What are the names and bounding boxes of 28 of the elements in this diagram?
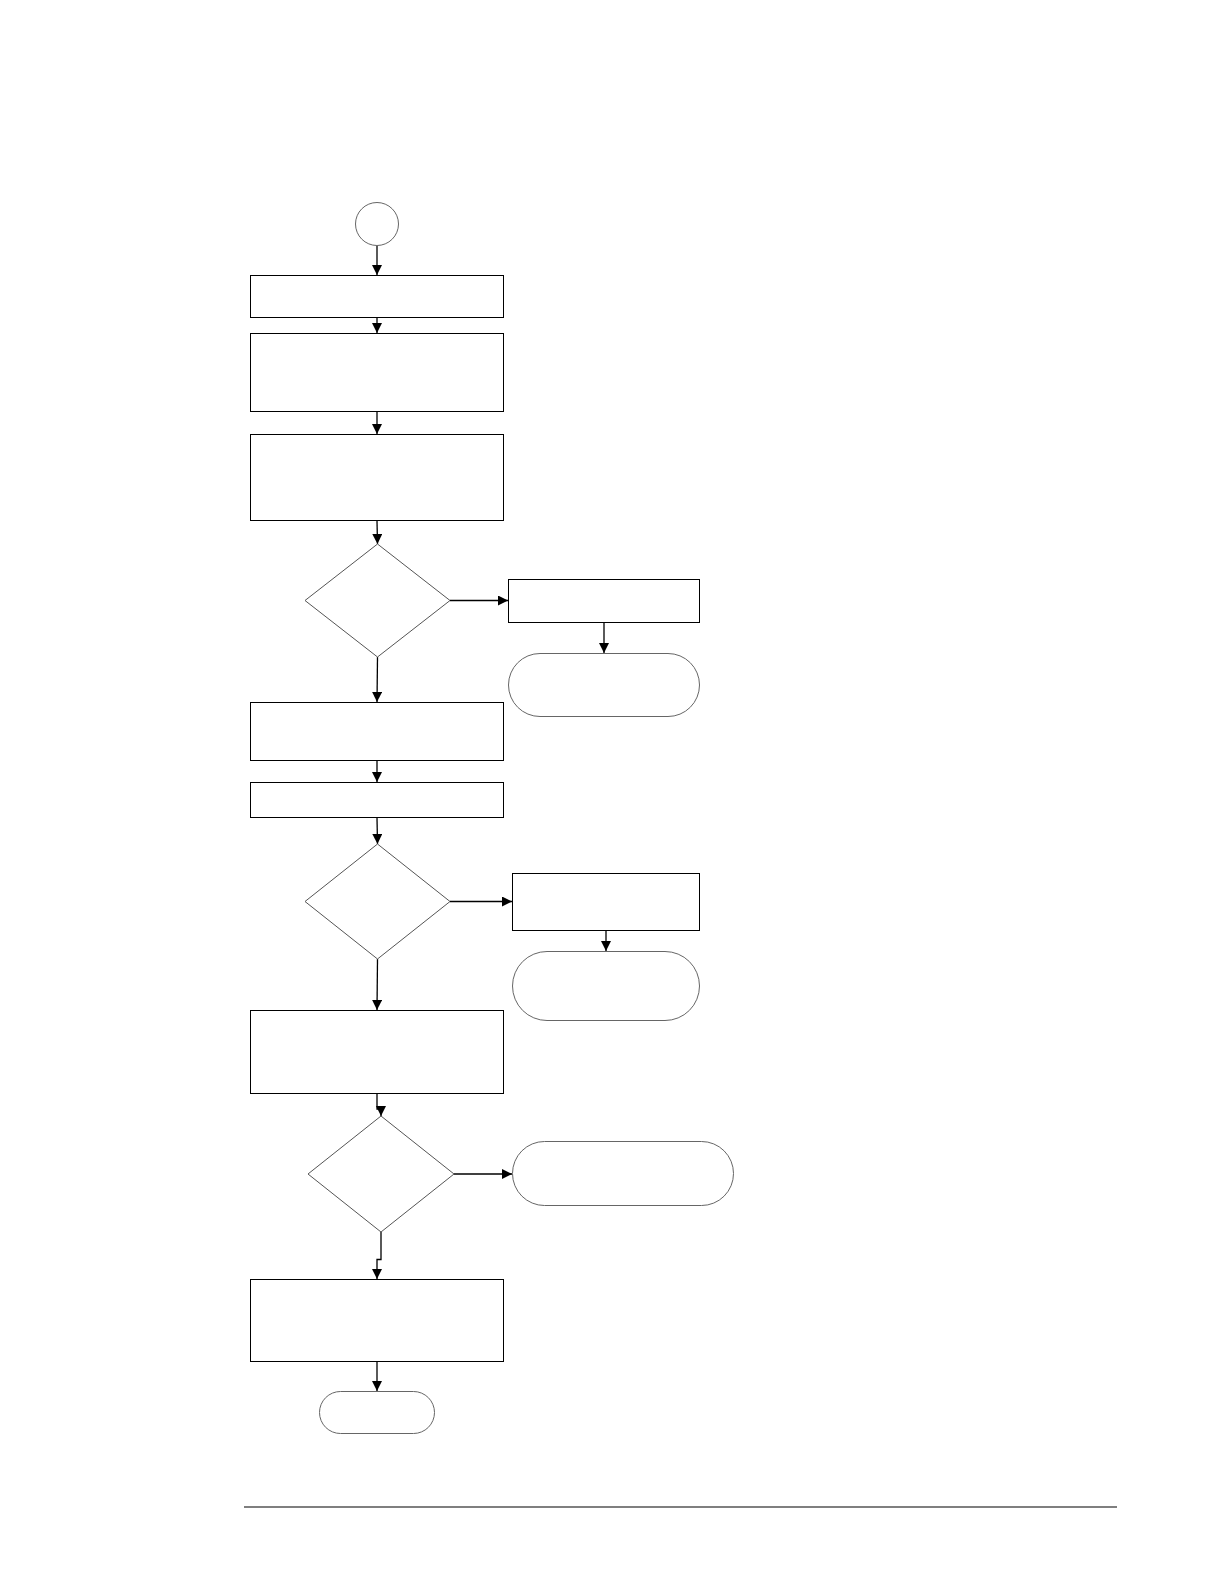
arrow bbox=[372, 245, 382, 276]
arrow bbox=[372, 760, 382, 783]
process-box bbox=[508, 579, 700, 623]
arrow bbox=[372, 958, 383, 1011]
arrow bbox=[372, 520, 383, 545]
arrow bbox=[449, 896, 513, 907]
arrow bbox=[372, 317, 382, 334]
arrow bbox=[372, 411, 382, 435]
process-box bbox=[250, 702, 504, 761]
arrow bbox=[372, 1361, 382, 1392]
arrow bbox=[376, 1093, 386, 1117]
process-box bbox=[250, 782, 504, 818]
arrow bbox=[372, 1231, 382, 1280]
process-box bbox=[250, 434, 504, 521]
decision-diamond bbox=[305, 544, 450, 657]
process-box bbox=[512, 873, 700, 931]
process-box bbox=[250, 1279, 504, 1362]
arrow bbox=[601, 930, 611, 952]
arrow bbox=[372, 817, 383, 845]
decision-diamond bbox=[305, 844, 450, 959]
decision-diamond bbox=[308, 1116, 454, 1232]
process-box bbox=[250, 333, 504, 412]
process-box bbox=[250, 1010, 504, 1094]
arrow bbox=[449, 595, 509, 606]
arrow bbox=[372, 656, 383, 703]
arrow bbox=[599, 622, 609, 654]
process-box bbox=[250, 275, 504, 318]
arrow bbox=[453, 1169, 513, 1179]
